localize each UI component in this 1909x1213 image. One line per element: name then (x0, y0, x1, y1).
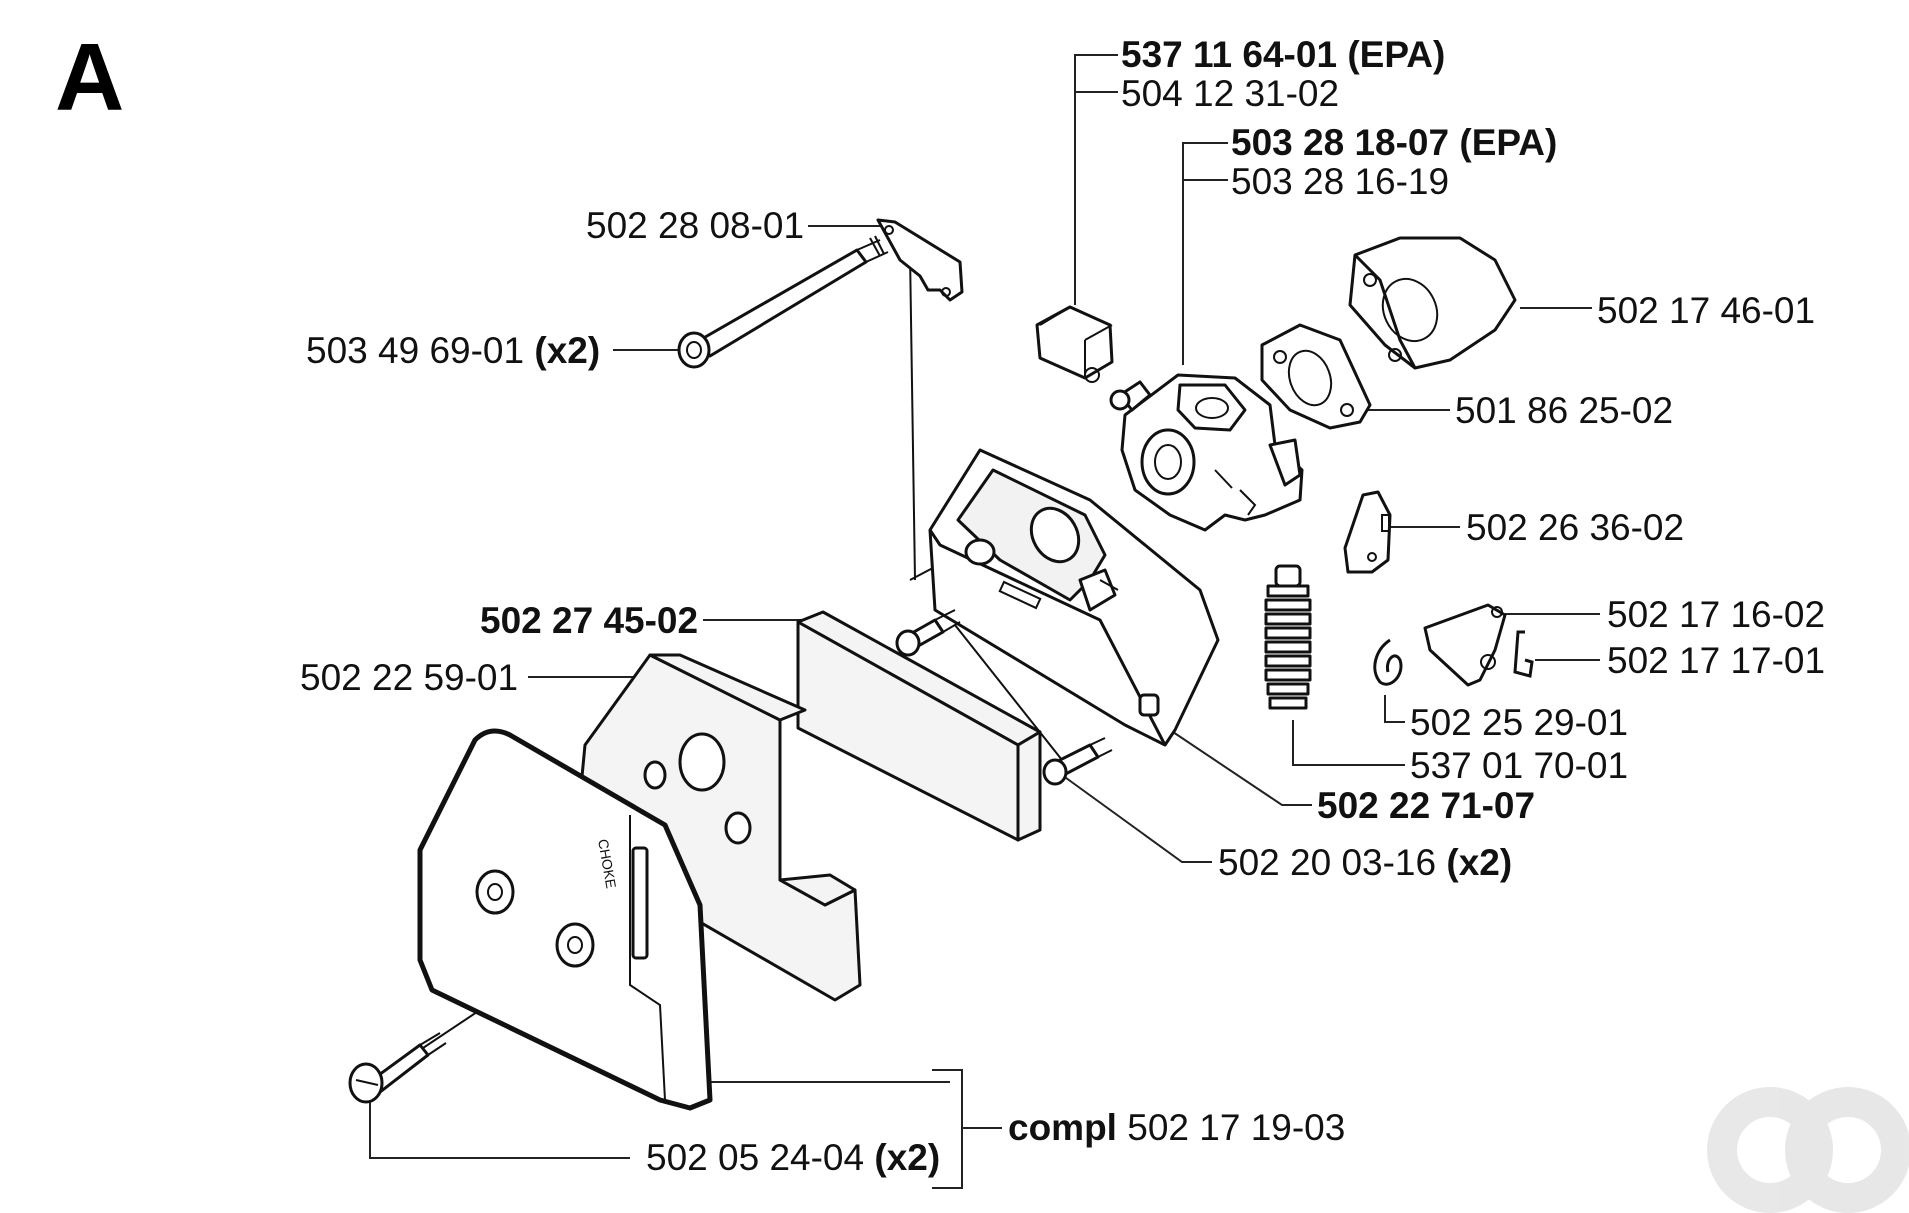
lever-part (1423, 603, 1507, 687)
housing-screws-part (895, 609, 1113, 786)
label-filter-housing: 502 22 71-07 (1317, 785, 1535, 826)
label-bracket: 502 28 08-01 (586, 205, 804, 246)
part-labels: 537 11 64-01 (EPA) 504 12 31-02 503 28 1… (300, 34, 1825, 1178)
insulator-part (1035, 305, 1114, 383)
label-lever: 502 17 16-02 (1607, 594, 1825, 635)
label-spring: 502 25 29-01 (1410, 702, 1628, 743)
label-insulator: 504 12 31-02 (1121, 73, 1339, 114)
spring-part (1373, 638, 1403, 686)
carburetor-part (1109, 373, 1304, 532)
label-carburetor-epa: 503 28 18-07 (EPA) (1231, 122, 1557, 163)
label-filter-element: 502 27 45-02 (480, 600, 698, 641)
label-carburetor: 503 28 16-19 (1231, 161, 1449, 202)
label-gasket: 501 86 25-02 (1455, 390, 1673, 431)
clip-part (1513, 630, 1534, 678)
prefilter-part (573, 653, 862, 1002)
filter-element-part (796, 610, 1042, 842)
label-prefilter: 502 22 59-01 (300, 657, 518, 698)
section-letter: A (55, 24, 124, 131)
intake-adapter-part (1348, 236, 1517, 370)
gasket-part (1260, 323, 1372, 430)
label-cover-screw: 502 05 24-04 (x2) (646, 1137, 940, 1178)
label-long-screw: 503 49 69-01 (x2) (306, 330, 600, 371)
cover-part: CHOKE (417, 728, 713, 1111)
watermark-logo (1707, 1087, 1909, 1213)
bracket-part (876, 218, 964, 302)
bellows-part (1264, 564, 1312, 710)
small-plate-part (1343, 490, 1392, 574)
filter-housing-part (928, 448, 1220, 747)
label-cover-complete: compl 502 17 19-03 (1008, 1107, 1345, 1148)
label-intake-adapter: 502 17 46-01 (1597, 290, 1815, 331)
cover-screw-part (348, 1032, 447, 1104)
label-carb-kit-epa: 537 11 64-01 (EPA) (1121, 34, 1445, 75)
label-bellows: 537 01 70-01 (1410, 745, 1628, 786)
label-clip: 502 17 17-01 (1607, 640, 1825, 681)
label-housing-screws: 502 20 03-16 (x2) (1218, 842, 1512, 883)
long-screw-part (677, 235, 889, 369)
label-small-plate: 502 26 36-02 (1466, 507, 1684, 548)
